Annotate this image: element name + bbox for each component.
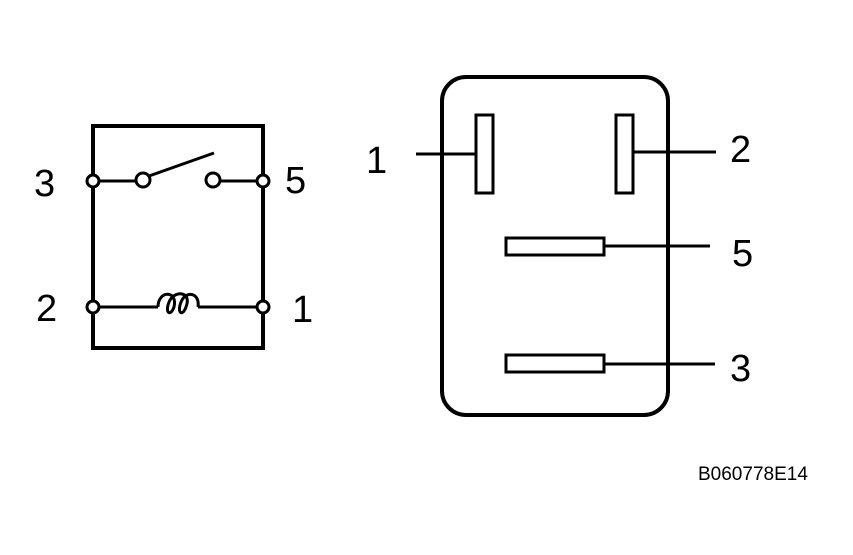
relay-schematic: 3 5 2 1 (34, 124, 313, 350)
switch-fixed-contact (204, 171, 222, 189)
connector-pin-top-left: 1 (366, 140, 387, 182)
connector-pin-top-right: 2 (730, 129, 751, 171)
connector-terminal-5 (504, 236, 606, 257)
connector-terminal-3 (504, 353, 606, 374)
schematic-pin-top-right: 5 (285, 160, 306, 202)
terminal-3-dot (85, 173, 101, 189)
coil-icon (156, 292, 200, 315)
schematic-pin-bottom-right: 1 (292, 289, 313, 331)
figure-code: B060778E14 (698, 464, 808, 485)
connector-face: 1 2 5 3 (366, 75, 753, 417)
schematic-frame (91, 124, 265, 350)
connector-terminal-2 (614, 113, 635, 195)
schematic-pin-top-left: 3 (34, 163, 55, 205)
terminal-1-dot (255, 299, 271, 315)
connector-pin-middle: 5 (732, 233, 753, 275)
coil-circuit (85, 292, 271, 315)
terminal-5-dot (255, 173, 271, 189)
connector-pin-bottom: 3 (730, 348, 751, 390)
switch-lever (148, 151, 215, 178)
switch-pivot-contact (134, 171, 152, 189)
switch-circuit (85, 151, 271, 189)
terminal-2-dot (85, 299, 101, 315)
connector-terminal-1 (474, 113, 495, 195)
schematic-pin-bottom-left: 2 (36, 288, 57, 330)
